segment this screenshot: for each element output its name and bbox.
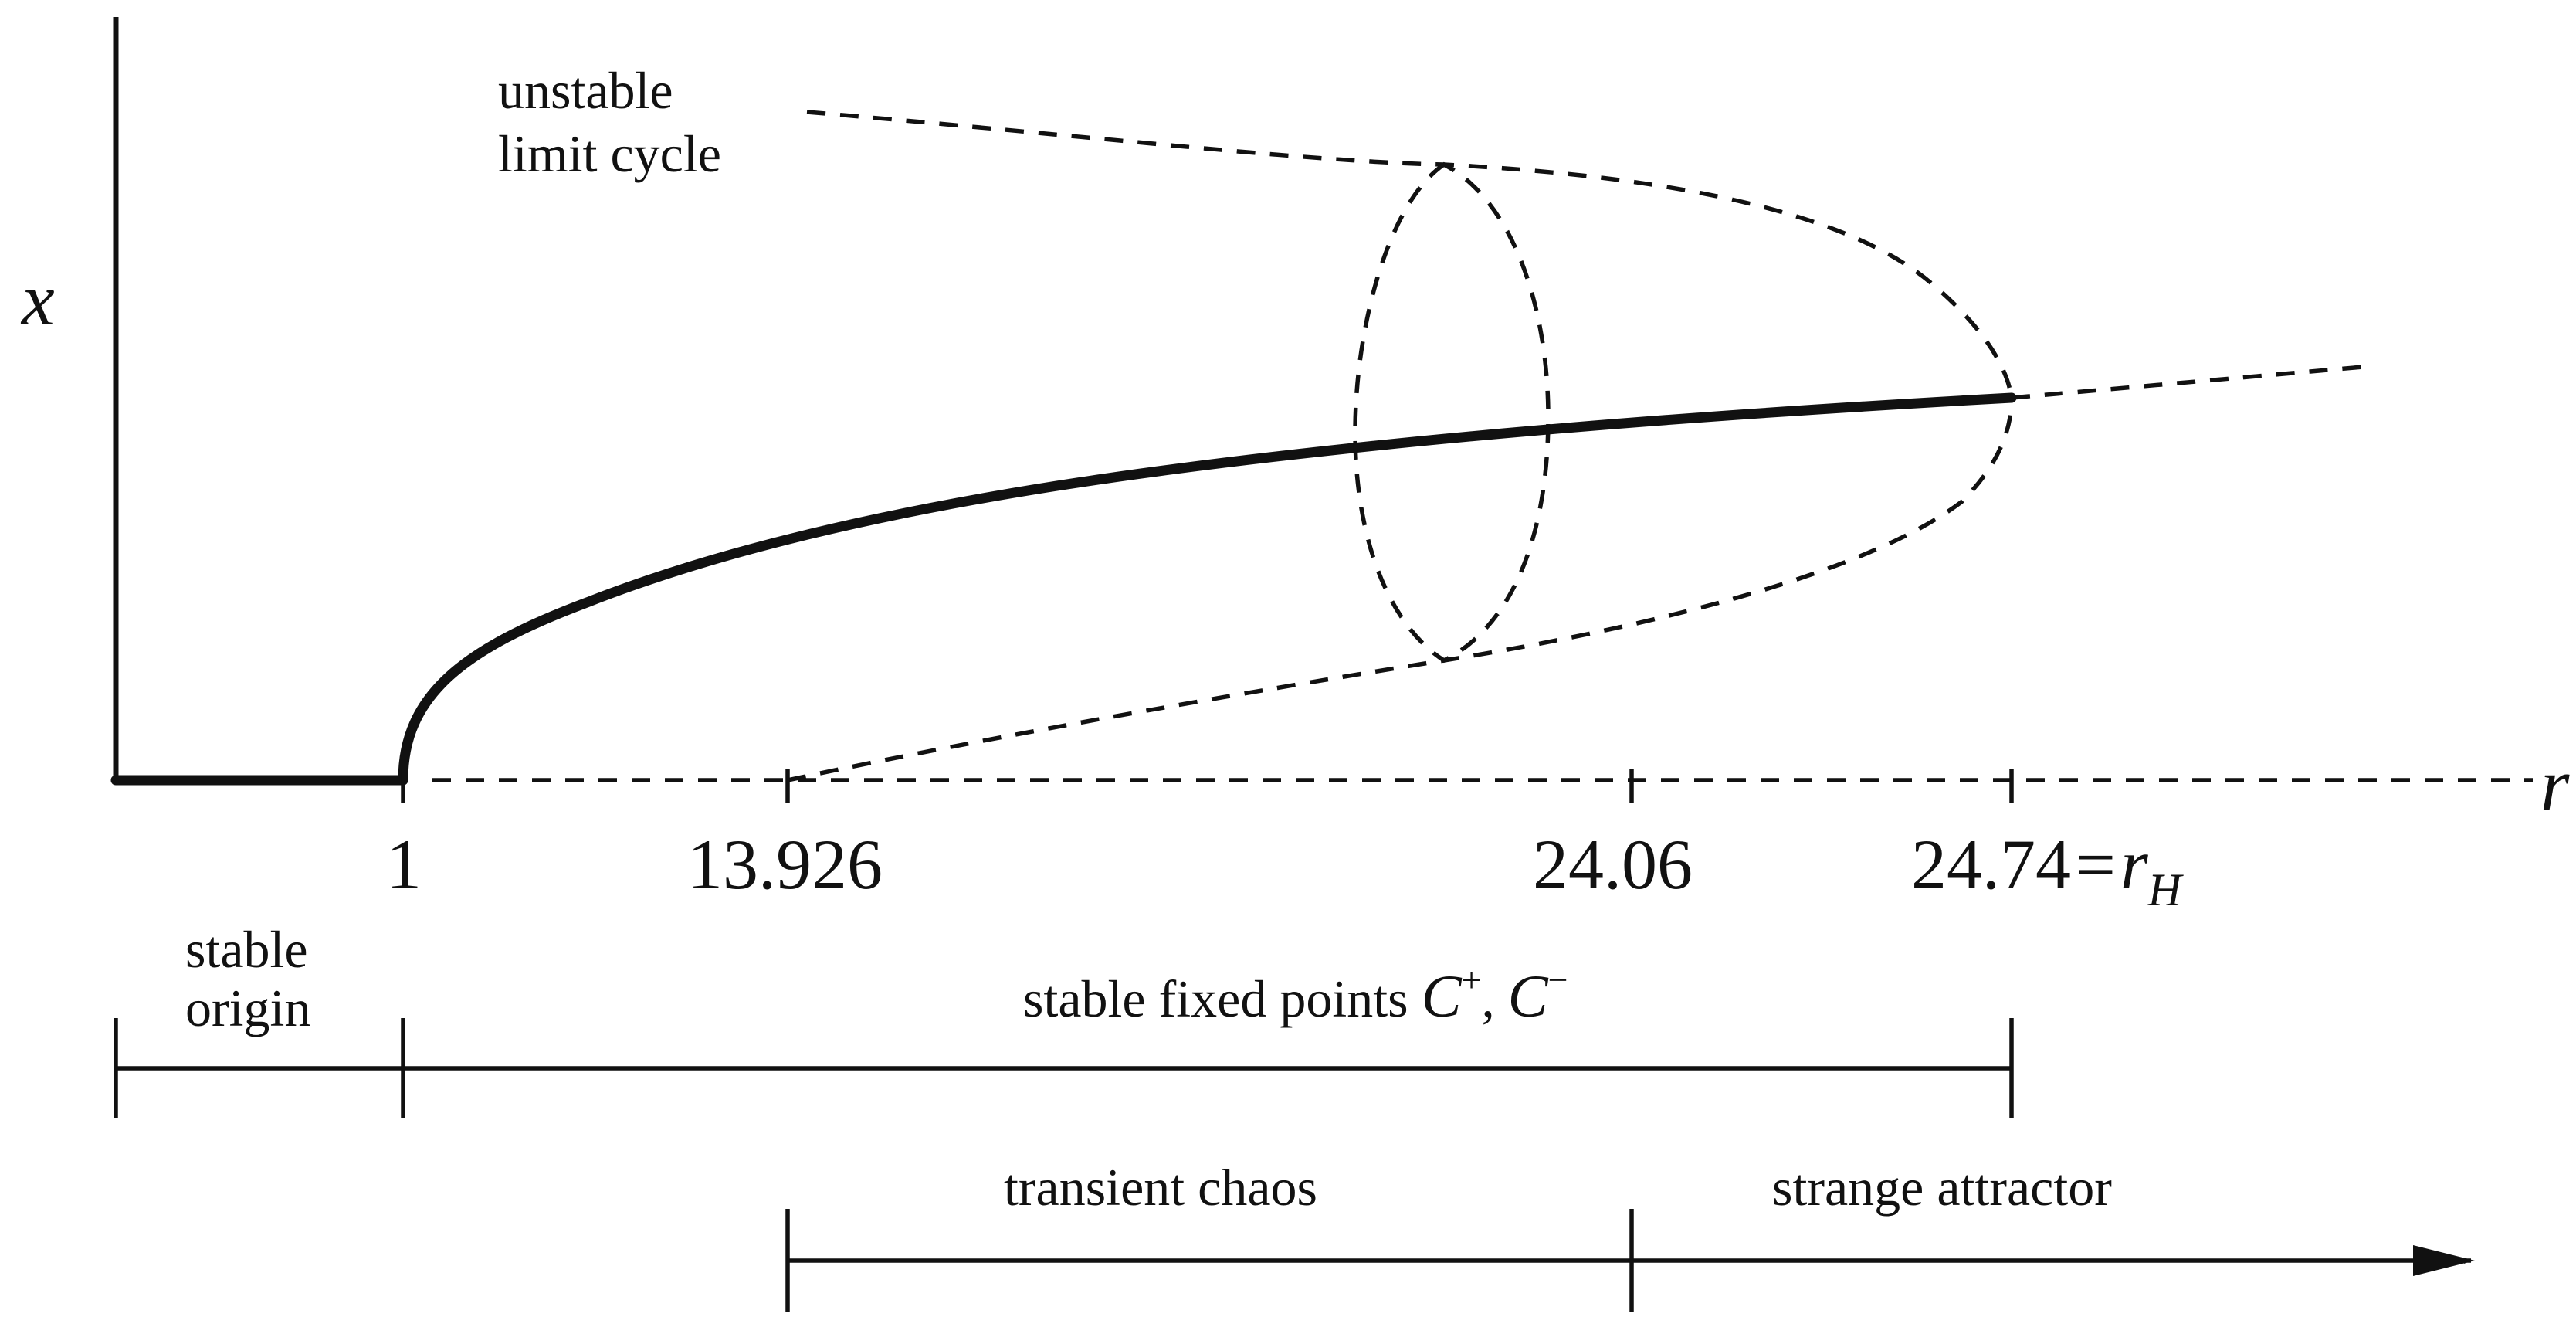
limit-cycle-cross-section (1353, 161, 1551, 664)
region-stable-fixed-points: stable fixed points C+, C− (1023, 960, 1568, 1030)
range-bar-chaos-arrowhead (2413, 1245, 2475, 1276)
tick-label-2474: 24.74=rH (1911, 825, 2185, 915)
tick-label-2406: 24.06 (1533, 825, 1693, 904)
unstable-limit-cycle-lower (787, 397, 2014, 782)
unstable-fixed-point-branch (2011, 365, 2364, 400)
unstable-limit-cycle-label-line2: limit cycle (498, 124, 721, 183)
region-transient-chaos: transient chaos (1004, 1158, 1317, 1217)
y-axis-label: x (20, 258, 55, 341)
unstable-limit-cycle-upper (806, 110, 2014, 399)
region-stable-origin-line1: stable (185, 920, 308, 979)
stable-fixed-point-branch (398, 392, 2017, 786)
region-stable-origin-line2: origin (185, 979, 310, 1037)
tick-label-1: 1 (386, 825, 422, 904)
tick-label-13926: 13.926 (687, 825, 883, 904)
x-axis-label: r (2540, 743, 2570, 826)
region-strange-attractor: strange attractor (1772, 1158, 2112, 1217)
unstable-limit-cycle-label-line1: unstable (498, 61, 673, 120)
